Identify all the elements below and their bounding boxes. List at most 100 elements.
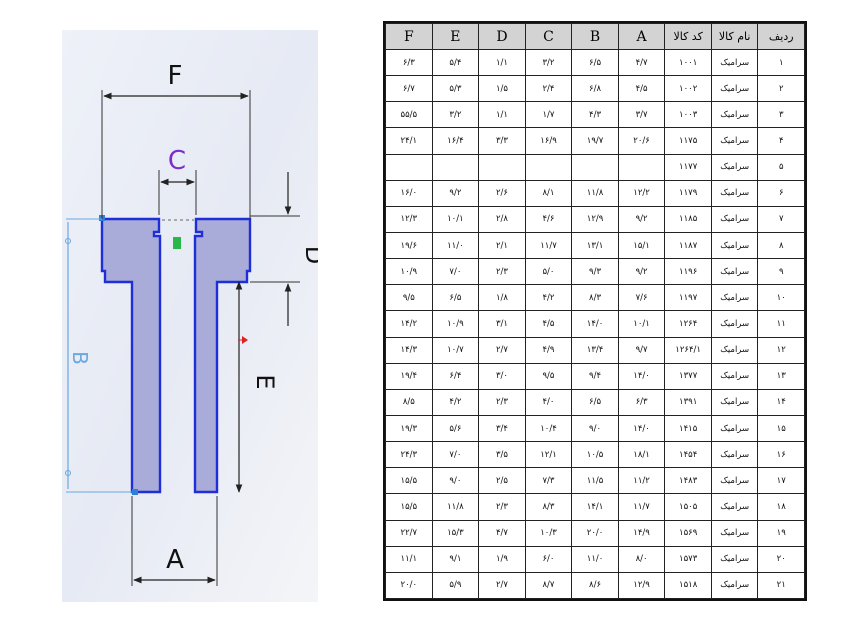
- cell-a: ۱۲/۲: [617, 179, 666, 207]
- cell-b: ۹/۳: [571, 258, 619, 286]
- cell-d: ۲/۳: [478, 493, 526, 521]
- cell-row-number: ۸: [757, 231, 805, 260]
- cell-a: ۴/۷: [617, 48, 666, 77]
- dimension-e-label: E: [251, 374, 279, 389]
- cell-f: ۱۰/۹: [385, 258, 433, 286]
- cell-d: ۴/۷: [478, 519, 526, 547]
- cell-f: ۱۲/۳: [385, 205, 433, 233]
- cell-item-code: ۱۰۰۳: [664, 101, 712, 129]
- cell-c: ۱/۷: [524, 101, 573, 129]
- cell-e: ۹/۲: [431, 179, 480, 207]
- cell-d: ۲/۵: [478, 467, 526, 495]
- cell-item-name: سرامیک: [710, 493, 759, 521]
- cell-item-code: ۱۱۷۷: [664, 153, 712, 181]
- cell-e: ۵/۴: [431, 48, 480, 77]
- cell-b: ۱۲/۹: [571, 205, 619, 233]
- cell-f: ۲۴/۳: [385, 441, 433, 469]
- cell-e: ۱۰/۱: [431, 205, 480, 233]
- cell-row-number: ۱۳: [757, 362, 805, 390]
- cell-f: ۲۰/۰: [385, 571, 433, 600]
- cell-b: ۱۰/۵: [571, 441, 619, 469]
- cell-item-name: سرامیک: [710, 127, 759, 155]
- header-e: E: [431, 23, 480, 50]
- cell-row-number: ۱۵: [757, 414, 805, 443]
- cell-b: ۱۴/۰: [571, 310, 619, 338]
- cell-f: ۱۹/۴: [385, 362, 433, 390]
- cell-row-number: ۱۸: [757, 493, 805, 521]
- cell-item-name: سرامیک: [710, 571, 759, 600]
- cell-d: ۳/۴: [478, 414, 526, 443]
- cell-row-number: ۱۲: [757, 336, 805, 364]
- cell-b: ۱۹/۷: [571, 127, 619, 155]
- dimension-b-point: [65, 470, 71, 476]
- cell-a: ۱۱/۷: [617, 493, 666, 521]
- cell-b: ۲۰/۰: [571, 519, 619, 547]
- dimension-b-label: B: [68, 351, 92, 365]
- cell-row-number: ۱: [757, 48, 805, 77]
- cell-a: ۱۲/۹: [617, 571, 666, 600]
- cell-f: ۱۱/۱: [385, 545, 433, 573]
- cell-e: ۵/۳: [431, 75, 480, 103]
- cell-row-number: ۳: [757, 101, 805, 129]
- cell-f: ۱۵/۵: [385, 467, 433, 495]
- cell-f: ۱۴/۲: [385, 310, 433, 338]
- cell-f: ۲۲/۷: [385, 519, 433, 547]
- cell-a: ۱۸/۱: [617, 441, 666, 469]
- cell-a: [617, 153, 666, 181]
- sketch-background: [62, 30, 318, 602]
- cell-item-code: ۱۱۹۶: [664, 258, 712, 286]
- cell-item-code: ۱۱۸۵: [664, 205, 712, 233]
- cell-c: ۸/۷: [524, 571, 573, 600]
- center-marker: [173, 237, 181, 249]
- cell-a: ۷/۶: [617, 284, 666, 312]
- cell-item-name: سرامیک: [710, 545, 759, 573]
- cell-d: ۳/۰: [478, 362, 526, 390]
- cell-a: ۳/۷: [617, 101, 666, 129]
- cell-e: ۱۶/۴: [431, 127, 480, 155]
- cell-d: ۳/۵: [478, 441, 526, 469]
- cell-c: ۲/۴: [524, 75, 573, 103]
- cell-row-number: ۴: [757, 127, 805, 155]
- cell-row-number: ۲۰: [757, 545, 805, 573]
- cell-e: ۷/۰: [431, 258, 480, 286]
- cell-item-code: ۱۵۷۳: [664, 545, 712, 573]
- vertex-marker: [132, 489, 138, 495]
- cell-e: ۵/۹: [431, 571, 480, 600]
- dimension-a-label: A: [166, 545, 184, 575]
- cell-d: ۱/۵: [478, 75, 526, 103]
- cell-item-name: سرامیک: [710, 362, 759, 390]
- cell-f: ۱۹/۳: [385, 414, 433, 443]
- dimensions-table: ردیف نام کالا کد کالا A B C D E F ۱ سرامی…: [385, 23, 805, 600]
- cell-item-name: سرامیک: [710, 258, 759, 286]
- cell-row-number: ۱۴: [757, 388, 805, 416]
- cell-b: ۴/۳: [571, 101, 619, 129]
- cell-b: ۸/۶: [571, 571, 619, 600]
- cell-e: ۱۱/۸: [431, 493, 480, 521]
- cell-c: ۷/۳: [524, 467, 573, 495]
- cell-b: ۹/۴: [571, 362, 619, 390]
- table-header-row: ردیف نام کالا کد کالا A B C D E F: [385, 23, 805, 50]
- cell-item-code: ۱۰۰۱: [664, 48, 712, 77]
- cell-b: ۹/۰: [571, 414, 619, 443]
- cell-item-code: ۱۵۰۵: [664, 493, 712, 521]
- cell-item-code: ۱۱۷۹: [664, 179, 712, 207]
- cell-e: ۶/۵: [431, 284, 480, 312]
- cell-item-name: سرامیک: [710, 231, 759, 260]
- header-row-number: ردیف: [757, 23, 805, 50]
- cell-item-name: سرامیک: [710, 101, 759, 129]
- dimension-b-point: [65, 238, 71, 244]
- cell-b: ۱۱/۰: [571, 545, 619, 573]
- header-f: F: [385, 23, 433, 50]
- cell-row-number: ۷: [757, 205, 805, 233]
- cell-a: ۱۰/۱: [617, 310, 666, 338]
- cell-a: ۱۴/۹: [617, 519, 666, 547]
